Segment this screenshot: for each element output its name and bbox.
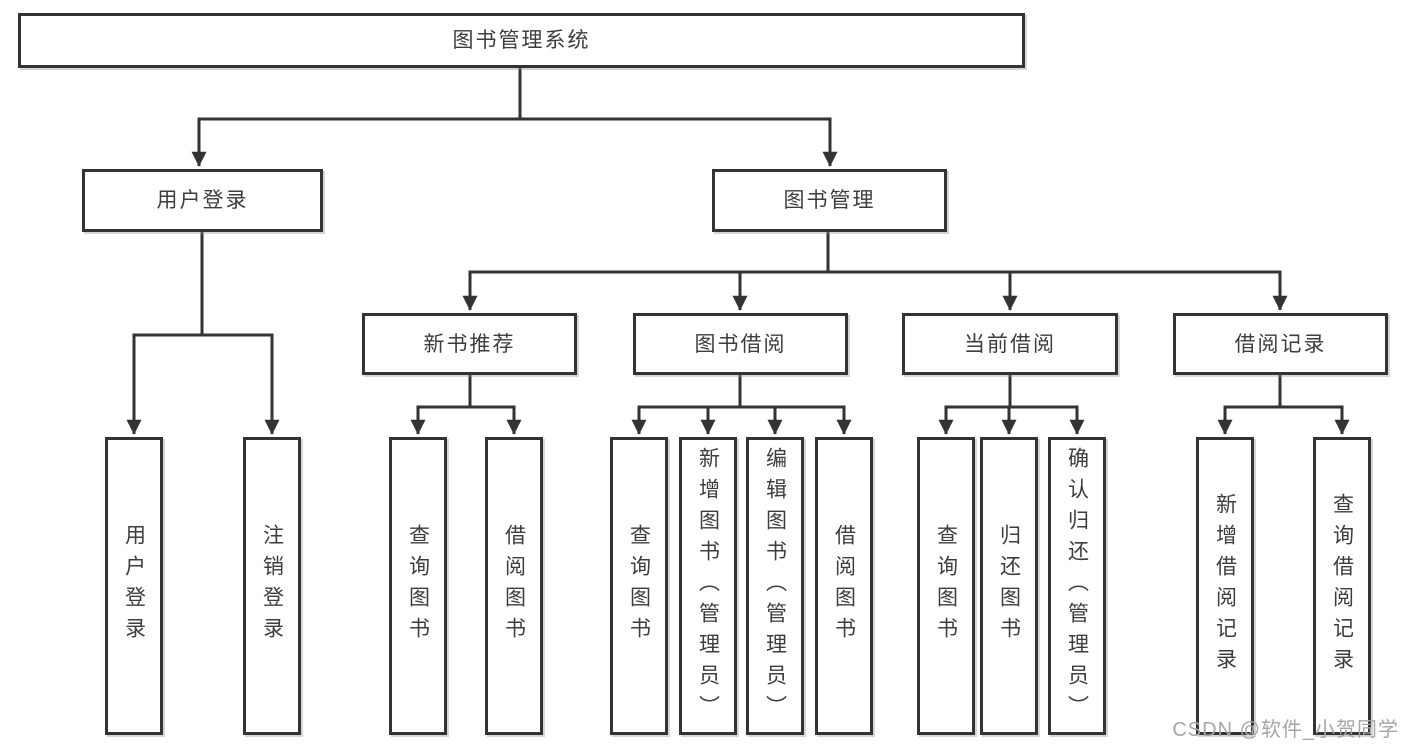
leaf-borrow-books-label: 借阅图书 bbox=[832, 524, 856, 648]
leaf-borrow-books-recommend: 借阅图书 bbox=[485, 437, 543, 735]
leaf-return-books: 归还图书 bbox=[980, 437, 1038, 735]
node-new-book-recommendation: 新书推荐 bbox=[362, 313, 577, 375]
leaf-query-borrow-record: 查询借阅记录 bbox=[1313, 437, 1371, 735]
leaf-confirm-return-admin-label: 确认归还（管理员） bbox=[1065, 446, 1089, 726]
node-root-library-management-system: 图书管理系统 bbox=[18, 13, 1025, 68]
leaf-add-borrow-record-label: 新增借阅记录 bbox=[1213, 493, 1237, 679]
leaf-user-login-label: 用户登录 bbox=[122, 524, 146, 648]
leaf-confirm-return-admin: 确认归还（管理员） bbox=[1048, 437, 1106, 735]
leaf-query-books-recommend-label: 查询图书 bbox=[406, 524, 430, 648]
leaf-logout-label: 注销登录 bbox=[260, 524, 284, 648]
leaf-add-books-admin: 新增图书（管理员） bbox=[679, 437, 737, 735]
csdn-watermark: CSDN @软件_小贺同学 bbox=[1172, 719, 1399, 741]
leaf-query-books-borrowing-label: 查询图书 bbox=[627, 524, 651, 648]
node-book-borrowing: 图书借阅 bbox=[633, 313, 848, 375]
node-user-login: 用户登录 bbox=[82, 169, 323, 232]
leaf-query-books-current-label: 查询图书 bbox=[934, 524, 958, 648]
node-user-login-label: 用户登录 bbox=[156, 189, 249, 212]
leaf-edit-books-admin-label: 编辑图书（管理员） bbox=[763, 446, 787, 726]
node-book-borrowing-label: 图书借阅 bbox=[694, 332, 787, 356]
leaf-logout: 注销登录 bbox=[243, 437, 301, 735]
node-root-label: 图书管理系统 bbox=[452, 29, 591, 52]
leaf-query-borrow-record-label: 查询借阅记录 bbox=[1330, 493, 1354, 679]
leaf-query-books-recommend: 查询图书 bbox=[389, 437, 447, 735]
node-book-management-label: 图书管理 bbox=[783, 189, 876, 212]
leaf-add-books-admin-label: 新增图书（管理员） bbox=[696, 446, 720, 726]
leaf-query-books-current: 查询图书 bbox=[917, 437, 975, 735]
node-current-borrowing-label: 当前借阅 bbox=[964, 332, 1056, 356]
leaf-return-books-label: 归还图书 bbox=[997, 524, 1021, 648]
leaf-user-login: 用户登录 bbox=[105, 437, 163, 735]
node-borrowing-records-label: 借阅记录 bbox=[1234, 332, 1327, 356]
leaf-borrow-books-recommend-label: 借阅图书 bbox=[502, 524, 526, 648]
node-current-borrowing: 当前借阅 bbox=[902, 313, 1118, 375]
node-new-book-recommendation-label: 新书推荐 bbox=[423, 332, 516, 356]
leaf-edit-books-admin: 编辑图书（管理员） bbox=[746, 437, 804, 735]
leaf-query-books-borrowing: 查询图书 bbox=[610, 437, 668, 735]
node-book-management: 图书管理 bbox=[712, 169, 947, 232]
leaf-borrow-books: 借阅图书 bbox=[815, 437, 873, 735]
node-borrowing-records: 借阅记录 bbox=[1173, 313, 1388, 375]
leaf-add-borrow-record: 新增借阅记录 bbox=[1196, 437, 1254, 735]
